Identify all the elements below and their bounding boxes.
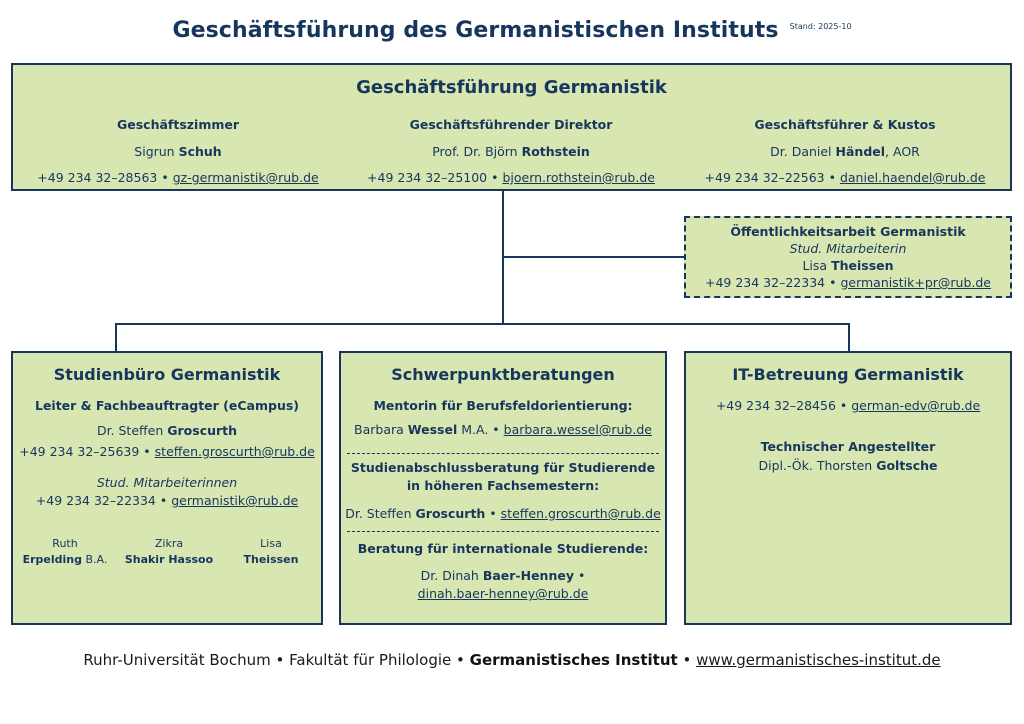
role-label: Geschäftsführer & Kustos (754, 117, 936, 132)
email-link[interactable]: bjoern.rothstein@rub.de (502, 170, 655, 185)
it-person-name: Dipl.-Ök. Thorsten Goltsche (758, 458, 938, 473)
email-link[interactable]: dinah.baer-henney@rub.de (417, 586, 589, 601)
section-divider (347, 531, 659, 532)
management-col-1: Geschäftszimmer Sigrun Schuh +49 234 32–… (13, 117, 343, 185)
person-name: Prof. Dr. Björn Rothstein (432, 144, 590, 159)
schwerpunkt-heading: Schwerpunktberatungen (391, 365, 615, 384)
pr-box: Öffentlichkeitsarbeit Germanistik Stud. … (684, 216, 1012, 298)
footer-url[interactable]: www.germanistisches-institut.de (696, 651, 941, 669)
email-link[interactable]: steffen.groscurth@rub.de (500, 506, 661, 521)
phone-number: +49 234 32–25100 (367, 170, 488, 185)
connector-left (115, 323, 117, 352)
email-link[interactable]: germanistik+pr@rub.de (840, 275, 991, 290)
email-link[interactable]: steffen.groscurth@rub.de (154, 444, 315, 459)
studienbuero-heading: Studienbüro Germanistik (53, 365, 281, 384)
connector-right (848, 323, 850, 352)
schwerpunkt-box: Schwerpunktberatungen Mentorin für Beruf… (339, 351, 667, 625)
it-box: IT-Betreuung Germanistik +49 234 32–2845… (684, 351, 1012, 625)
mentoring-contact: Barbara Wessel M.A. • barbara.wessel@rub… (354, 422, 652, 437)
international-title: Beratung für internationale Studierende: (357, 541, 649, 556)
pr-role: Stud. Mitarbeiterin (789, 241, 907, 256)
phone-number: +49 234 32–25639 (19, 444, 140, 459)
email-link[interactable]: daniel.haendel@rub.de (839, 170, 986, 185)
email-link[interactable]: barbara.wessel@rub.de (503, 422, 652, 437)
management-box: Geschäftsführung Germanistik Geschäftszi… (11, 63, 1012, 191)
mentoring-title: Mentorin für Berufsfeldorientierung: (373, 398, 633, 413)
footer-faculty: Fakultät für Philologie (289, 651, 452, 669)
it-contact-line: +49 234 32–28456 • german-edv@rub.de (715, 398, 981, 413)
footer-institute: Germanistisches Institut (469, 651, 678, 669)
person-name: Dr. Daniel Händel, AOR (770, 144, 920, 159)
contact-line: +49 234 32–22563 • daniel.haendel@rub.de (704, 170, 986, 185)
studienbuero-person-name: Dr. Steffen Groscurth (96, 423, 238, 438)
staff-member: Ruth Erpelding B.A. (22, 537, 108, 566)
staff-member: Zikra Shakir Hassoo (124, 537, 214, 566)
pr-contact-line: +49 234 32–22334 • germanistik+pr@rub.de (705, 275, 991, 290)
graduation-contact: Dr. Steffen Groscurth • steffen.groscurt… (345, 506, 661, 521)
management-col-3: Geschäftsführer & Kustos Dr. Daniel Händ… (680, 117, 1010, 185)
contact-line: +49 234 32–25100 • bjoern.rothstein@rub.… (367, 170, 655, 185)
pr-heading: Öffentlichkeitsarbeit Germanistik (730, 224, 966, 239)
studienbuero-contact-line: +49 234 32–25639 • steffen.groscurth@rub… (19, 444, 315, 459)
person-name: Sigrun Schuh (134, 144, 222, 159)
stand-date: Stand: 2025-10 (789, 22, 852, 31)
role-label: Geschäftsführender Direktor (409, 117, 613, 132)
email-link[interactable]: germanistik@rub.de (171, 493, 299, 508)
studienbuero-sub-role: Stud. Mitarbeiterinnen (96, 475, 238, 490)
international-contact: Dr. Dinah Baer-Henney • dinah.baer-henne… (417, 568, 589, 601)
page-title-row: Geschäftsführung des Germanistischen Ins… (0, 18, 1024, 43)
connector-horizontal (115, 323, 850, 325)
it-heading: IT-Betreuung Germanistik (732, 365, 964, 384)
phone-number: +49 234 32–28456 (715, 398, 836, 413)
staff-row: Ruth Erpelding B.A. Zikra Shakir Hassoo … (13, 537, 321, 566)
role-label: Geschäftszimmer (116, 117, 240, 132)
management-col-2: Geschäftsführender Direktor Prof. Dr. Bj… (346, 117, 676, 185)
phone-number: +49 234 32–22563 (704, 170, 825, 185)
contact-line: +49 234 32–28563 • gz-germanistik@rub.de (37, 170, 319, 185)
phone-number: +49 234 32–22334 (705, 275, 826, 290)
graduation-title: Studienabschlussberatung für Studierende… (350, 460, 656, 493)
studienbuero-role: Leiter & Fachbeauftragter (eCampus) (34, 398, 299, 413)
it-role: Technischer Angestellter (760, 439, 936, 454)
phone-number: +49 234 32–28563 (37, 170, 158, 185)
section-divider (347, 453, 659, 454)
footer-university: Ruhr-Universität Bochum (83, 651, 271, 669)
staff-member: Lisa Theissen (243, 537, 299, 566)
pr-person-name: Lisa Theissen (802, 258, 894, 273)
studienbuero-sub-contact-line: +49 234 32–22334 • germanistik@rub.de (35, 493, 299, 508)
email-link[interactable]: german-edv@rub.de (851, 398, 981, 413)
phone-number: +49 234 32–22334 (35, 493, 156, 508)
email-link[interactable]: gz-germanistik@rub.de (172, 170, 319, 185)
page-title: Geschäftsführung des Germanistischen Ins… (172, 18, 779, 43)
management-heading: Geschäftsführung Germanistik (356, 77, 667, 98)
connector-pr (503, 256, 684, 258)
studienbuero-box: Studienbüro Germanistik Leiter & Fachbea… (11, 351, 323, 625)
footer: Ruhr-Universität Bochum • Fakultät für P… (83, 651, 941, 669)
